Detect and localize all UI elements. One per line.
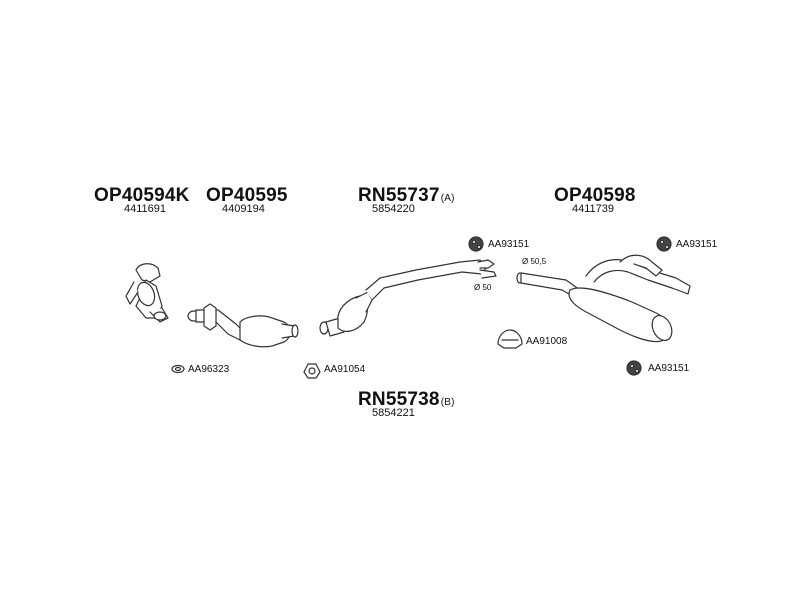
variant-label: (A) [440,193,455,204]
accessory-label-clamp: AA91008 [526,336,568,347]
oem-number-op40598: 4411739 [572,203,615,215]
oem-number-rn55738: 5854221 [372,407,415,419]
rear-muffler-drawing [516,254,691,343]
part-code-rn55737: RN55737(A) [358,186,455,205]
dimension-label-inlet: Ø 50,5 [522,257,547,266]
part-code-text: RN55737 [358,185,440,206]
variant-label: (B) [440,397,455,408]
gasket-ring-icon [171,364,185,374]
oem-number-rn55737: 5854220 [372,203,415,215]
part-code-op40594k: OP40594K [94,186,190,205]
rubber-mount-icon [656,236,672,252]
rubber-mount-icon [468,236,484,252]
rubber-mount-icon [626,360,642,376]
accessory-label-mount-center: AA93151 [488,239,530,250]
accessory-label-gasket-cat: AA91054 [324,364,366,375]
accessory-label-gasket-front: AA96323 [188,364,230,375]
catalyst-drawing [187,303,299,348]
part-code-op40598: OP40598 [554,186,636,205]
gasket-flange-icon [303,363,321,379]
part-code-text: OP40598 [554,185,636,206]
part-code-op40595: OP40595 [206,186,288,205]
oem-number-op40595: 4409194 [222,203,265,215]
center-pipe-drawing [319,259,497,337]
front-pipe-drawing [125,263,169,323]
oem-number-op40594k: 4411691 [124,203,167,215]
accessory-label-mount-rear-top: AA93151 [676,239,718,250]
part-code-text: RN55738 [358,389,440,410]
part-code-text: OP40595 [206,185,288,206]
part-code-text: OP40594K [94,185,190,206]
dimension-label-outlet: Ø 50 [474,283,492,292]
clamp-icon [497,329,523,349]
part-code-rn55738: RN55738(B) [358,390,455,409]
accessory-label-mount-rear-bottom: AA93151 [648,363,690,374]
